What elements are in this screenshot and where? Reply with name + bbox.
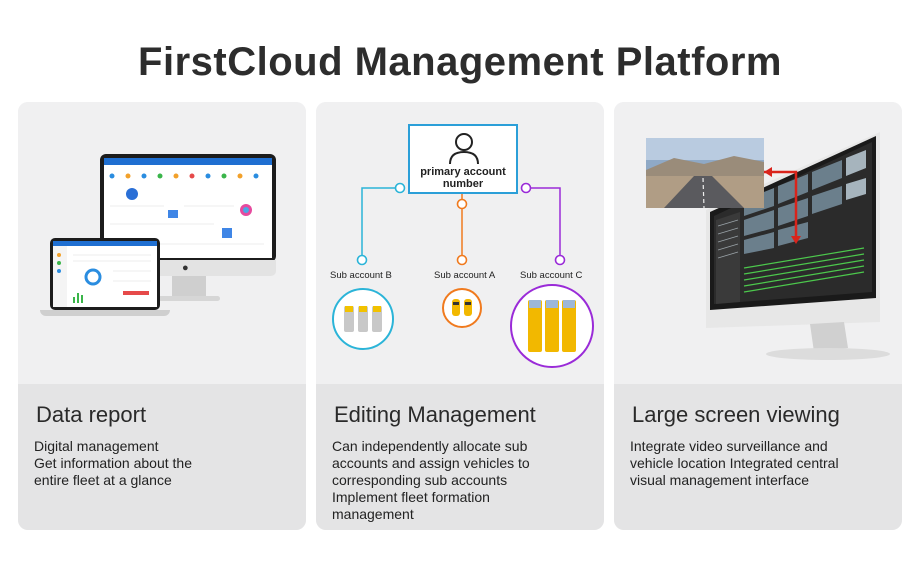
sub-account-c-label: Sub account C (520, 270, 583, 281)
dashboard-graphic (104, 158, 272, 254)
data-report-card: ● (18, 102, 306, 530)
primary-account-box: primary account number (408, 124, 518, 194)
sub-account-b-vehicles (332, 288, 394, 350)
truck-group-icon (344, 306, 382, 332)
description-line: corresponding sub accounts (332, 472, 508, 488)
monitor-base (158, 296, 220, 301)
description-line: management (332, 506, 414, 522)
description-line: Digital management (34, 438, 159, 454)
description-line: Integrate video surveillance and (630, 438, 828, 454)
car-group-icon (452, 299, 472, 316)
account-diagram: primary account number Sub account B Sub… (316, 102, 604, 384)
card-description: Integrate video surveillance and vehicle… (630, 438, 886, 489)
primary-label-line: number (442, 178, 484, 190)
laptop-base (40, 310, 170, 316)
description-line: Get information about the (34, 455, 192, 471)
description-line: Implement fleet formation (332, 489, 490, 505)
editing-management-caption: Editing Management Can independently all… (316, 384, 604, 530)
laptop-screen (53, 241, 157, 307)
primary-account-label: primary account number (410, 166, 516, 190)
large-screen-illustration (614, 102, 902, 384)
card-description: Can independently allocate sub accounts … (332, 438, 588, 523)
apple-logo-icon: ● (182, 262, 189, 274)
description-line: accounts and assign vehicles to (332, 455, 530, 471)
card-description: Digital management Get information about… (34, 438, 290, 489)
laptop-dashboard-graphic (53, 241, 157, 307)
sub-account-c-vehicles (510, 284, 594, 368)
laptop-screen-frame (50, 238, 160, 310)
sub-account-a-label: Sub account A (434, 270, 496, 281)
description-line: entire fleet at a glance (34, 472, 172, 488)
large-screen-caption: Large screen viewing Integrate video sur… (614, 384, 902, 530)
description-line: Can independently allocate sub (332, 438, 528, 454)
diagram-connectors (356, 182, 566, 266)
sub-account-b-label: Sub account B (330, 270, 392, 281)
monitor-stand (172, 276, 206, 298)
card-title: Large screen viewing (632, 402, 840, 427)
data-report-caption: Data report Digital management Get infor… (18, 384, 306, 530)
sub-account-a-vehicles (442, 288, 482, 328)
monitor-graphic (646, 132, 890, 360)
devices-illustration: ● (18, 102, 306, 384)
card-title: Data report (36, 402, 147, 427)
card-title: Editing Management (334, 402, 536, 427)
container-truck-icon (528, 300, 576, 352)
primary-label-line: primary account (420, 166, 506, 178)
user-icon (449, 133, 479, 165)
editing-management-card: primary account number Sub account B Sub… (316, 102, 604, 530)
page-title: FirstCloud Management Platform (138, 40, 782, 84)
large-screen-card: Large screen viewing Integrate video sur… (614, 102, 902, 530)
description-line: vehicle location Integrated central (630, 455, 839, 471)
description-line: visual management interface (630, 472, 809, 488)
